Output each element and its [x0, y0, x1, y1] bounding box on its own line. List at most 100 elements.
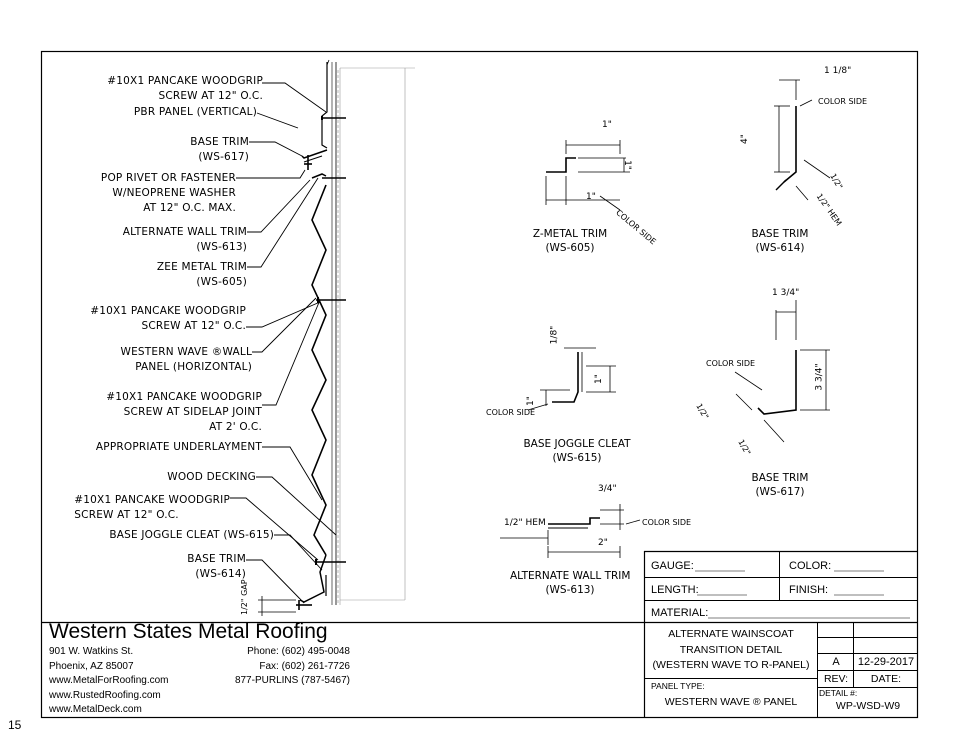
title-line: (WESTERN WAVE TO R-PANEL): [652, 659, 810, 671]
panel-type-label: PANEL TYPE:: [651, 681, 705, 691]
callout-line: SCREW AT 12" O.C.: [141, 320, 246, 332]
callout-pancake-screw-sidelap: #10X1 PANCAKE WOODGRIP SCREW AT SIDELAP …: [106, 390, 262, 435]
base-trim-614-drawing: [774, 79, 831, 201]
base-trim-617-drawing: [734, 300, 830, 443]
wall613-title: ALTERNATE WALL TRIM (WS-613): [510, 569, 630, 597]
base617-dim-height: 3 3/4": [814, 363, 825, 391]
joggle-dim-right: 1": [593, 374, 604, 384]
leader-lines: [230, 82, 337, 604]
callout-western-wave-panel: WESTERN WAVE ®WALL PANEL (HORIZONTAL): [121, 345, 252, 375]
base614-color-side: COLOR SIDE: [818, 97, 868, 106]
detail-name: BASE TRIM: [751, 228, 809, 240]
detail-number-label: DETAIL #:: [819, 688, 858, 698]
callout-line: #10X1 PANCAKE WOODGRIP: [107, 75, 263, 87]
base617-dim-top: 1 3/4": [772, 288, 800, 298]
callout-line: PBR PANEL (VERTICAL): [133, 106, 257, 118]
website-link[interactable]: www.MetalDeck.com: [49, 704, 142, 715]
wall613-dim-top: 3/4": [598, 484, 617, 494]
callout-base-trim-614: BASE TRIM (WS-614): [187, 552, 246, 582]
callout-pancake-screw-bottom: #10X1 PANCAKE WOODGRIP SCREW AT 12" O.C.: [74, 493, 230, 523]
wall613-dim-bottom: 2": [598, 538, 608, 548]
detail-name: ALTERNATE WALL TRIM: [510, 570, 631, 582]
sheet-border: [40, 50, 919, 719]
z-metal-dim-bottom: 1": [586, 192, 596, 202]
company-address: 901 W. Watkins St. Phoenix, AZ 85007 www…: [49, 645, 168, 718]
date-value: 12-29-2017: [857, 656, 915, 668]
finish-label: FINISH:: [789, 584, 829, 596]
callout-wood-decking: WOOD DECKING: [167, 470, 256, 485]
wall613-color-side: COLOR SIDE: [642, 518, 692, 527]
rev-value: A: [832, 656, 840, 668]
callout-line: POP RIVET OR FASTENER: [100, 172, 236, 184]
callout-base-trim-617: BASE TRIM (WS-617): [190, 135, 249, 165]
base614-dim-height: 4": [739, 134, 750, 144]
callout-line: (WS-613): [196, 241, 247, 253]
fax: Fax: (602) 261-7726: [259, 660, 350, 672]
title-line: TRANSITION DETAIL: [679, 643, 783, 656]
callout-line: BASE TRIM: [190, 136, 249, 148]
gauge-label: GAUGE:: [651, 560, 694, 572]
z-metal-dim-side: 1": [621, 160, 632, 170]
callout-line: #10X1 PANCAKE WOODGRIP: [74, 494, 230, 506]
callout-line: AT 2' O.C.: [209, 421, 262, 433]
callout-line: AT 12" O.C. MAX.: [143, 202, 236, 214]
gap-label: 1/2" GAP: [240, 579, 249, 615]
toll-free: 877-PURLINS (787-5467): [234, 675, 350, 686]
date-label: DATE:: [870, 673, 902, 685]
callout-line: WOOD DECKING: [167, 471, 256, 483]
callout-base-joggle-cleat: BASE JOGGLE CLEAT (WS-615): [109, 528, 274, 543]
company-contact: Phone: (602) 495-0048 Fax: (602) 261-772…: [235, 645, 350, 689]
base-joggle-cleat-drawing: [527, 347, 616, 411]
detail-code: (WS-617): [755, 486, 805, 498]
wall613-dim-hem: 1/2" HEM: [504, 518, 546, 528]
callout-underlayment: APPROPRIATE UNDERLAYMENT: [96, 440, 262, 455]
callout-line: WESTERN WAVE ®WALL: [120, 346, 252, 358]
address-line: 901 W. Watkins St.: [49, 646, 134, 657]
color-label: COLOR:: [789, 560, 832, 572]
base617-color-side: COLOR SIDE: [706, 359, 756, 368]
z-metal-trim-drawing: [545, 140, 630, 211]
joggle-title: BASE JOGGLE CLEAT (WS-615): [522, 437, 632, 465]
gap-dimension: [258, 596, 296, 616]
joggle-dim-top: 1/8": [549, 325, 560, 345]
detail-code: (WS-615): [552, 452, 602, 464]
detail-name: Z-METAL TRIM: [532, 228, 608, 240]
website-link[interactable]: www.RustedRoofing.com: [49, 689, 161, 701]
z-metal-dim-top: 1": [602, 120, 612, 130]
z-metal-title: Z-METAL TRIM (WS-605): [530, 227, 610, 255]
callout-line: SCREW AT SIDELAP JOINT: [123, 406, 262, 418]
callout-zee-metal-trim: ZEE METAL TRIM (WS-605): [157, 260, 247, 290]
website-link[interactable]: www.MetalForRoofing.com: [49, 675, 169, 686]
detail-name: BASE TRIM: [751, 472, 809, 484]
drawing-title: ALTERNATE WAINSCOAT TRANSITION DETAIL (W…: [645, 627, 817, 674]
callout-line: #10X1 PANCAKE WOODGRIP: [90, 305, 246, 317]
address-line: Phoenix, AZ 85007: [49, 660, 134, 672]
detail-code: (WS-613): [545, 584, 595, 596]
panel-type-value: WESTERN WAVE ® PANEL: [664, 696, 798, 708]
callout-pbr-panel: PBR PANEL (VERTICAL): [134, 105, 257, 120]
detail-name: BASE JOGGLE CLEAT: [523, 438, 631, 450]
base614-title: BASE TRIM (WS-614): [740, 227, 820, 255]
callout-line: W/NEOPRENE WASHER: [112, 187, 236, 199]
material-label: MATERIAL:: [651, 607, 709, 619]
callout-line: SCREW AT 12" O.C.: [74, 509, 179, 521]
alt-wall-trim-drawing: [500, 504, 641, 558]
base617-title: BASE TRIM (WS-617): [740, 471, 820, 499]
callout-line: PANEL (HORIZONTAL): [135, 361, 252, 373]
callout-line: BASE TRIM: [187, 553, 246, 565]
base614-dim-top: 1 1/8": [824, 66, 852, 76]
callout-line: ZEE METAL TRIM: [156, 261, 247, 273]
wall-section: [296, 59, 415, 610]
detail-number-value: WP-WSD-W9: [835, 700, 901, 712]
joggle-dim-left: 1": [525, 396, 536, 406]
callout-pancake-screw-top: #10X1 PANCAKE WOODGRIP SCREW AT 12" O.C.: [107, 74, 263, 104]
title-line: ALTERNATE WAINSCOAT: [668, 628, 794, 640]
callout-line: (WS-614): [195, 568, 246, 580]
callout-line: (WS-617): [198, 151, 249, 163]
phone: Phone: (602) 495-0048: [247, 646, 350, 657]
rev-label: REV:: [823, 673, 849, 685]
callout-pancake-screw-mid: #10X1 PANCAKE WOODGRIP SCREW AT 12" O.C.: [90, 304, 246, 334]
callout-line: BASE JOGGLE CLEAT (WS-615): [109, 529, 274, 541]
detail-code: (WS-605): [545, 242, 595, 254]
